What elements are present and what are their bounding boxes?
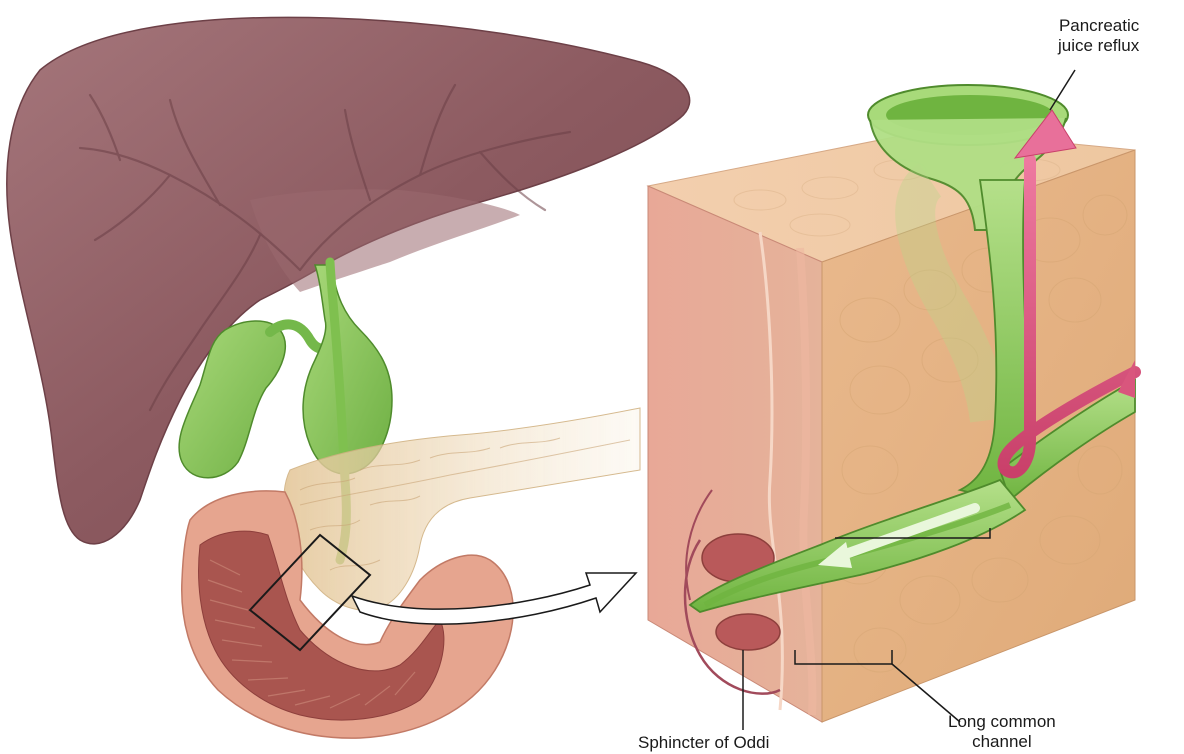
label-line-2: channel [948,732,1056,752]
sphincter-lower [716,614,780,650]
label-text: Sphincter of Oddi [638,733,769,753]
label-line-1: Pancreatic [1058,16,1139,36]
label-long-common-channel: Long common channel [948,712,1056,752]
label-line-2: juice reflux [1058,36,1139,56]
label-pancreatic-juice-reflux: Pancreatic juice reflux [1058,16,1139,56]
label-sphincter-of-oddi: Sphincter of Oddi [638,733,769,753]
label-line-1: Long common [948,712,1056,732]
